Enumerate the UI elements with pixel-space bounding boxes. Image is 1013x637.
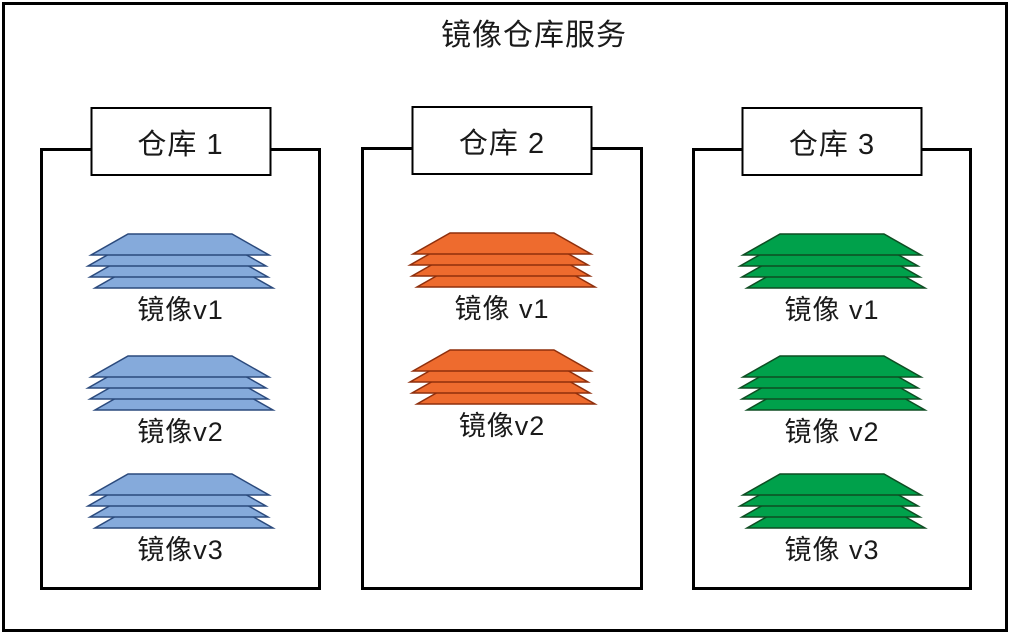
image-layers-icon: [738, 473, 926, 529]
image-stack-w1-v2: 镜像v2: [43, 355, 318, 448]
image-stack-w3-v2: 镜像 v2: [695, 355, 969, 448]
warehouse-box-3: 仓库 3 镜像 v1 镜像 v2 镜像 v3: [692, 107, 972, 590]
warehouse-2-label-box: 仓库 2: [411, 106, 593, 175]
image-stack-w2-v2: 镜像v2: [364, 349, 640, 442]
image-stack-w3-v1: 镜像 v1: [695, 233, 969, 326]
warehouse-1-title: 仓库 1: [137, 128, 224, 161]
image-version-label: 镜像v2: [137, 417, 224, 447]
image-stack-w2-v1: 镜像 v1: [364, 232, 640, 325]
image-stack-w1-v3: 镜像v3: [43, 473, 318, 566]
warehouse-1-label-box: 仓库 1: [90, 107, 271, 176]
image-version-label: 镜像 v3: [784, 535, 880, 565]
warehouse-box-2: 仓库 2 镜像 v1 镜像v2: [361, 106, 643, 590]
warehouse-3-title: 仓库 3: [788, 128, 876, 161]
image-stack-w3-v3: 镜像 v3: [695, 473, 969, 566]
image-version-label: 镜像v1: [137, 295, 224, 325]
image-layers-icon: [738, 233, 926, 289]
image-version-label: 镜像 v2: [784, 417, 880, 447]
image-version-label: 镜像 v1: [784, 295, 880, 325]
image-layers-icon: [87, 233, 274, 289]
image-stack-w1-v1: 镜像v1: [43, 233, 318, 326]
diagram-title: 镜像仓库服务: [441, 19, 627, 52]
image-layers-icon: [87, 473, 274, 529]
image-layers-icon: [738, 355, 926, 411]
warehouse-3-label-box: 仓库 3: [741, 107, 923, 176]
image-layers-icon: [408, 232, 596, 288]
image-layers-icon: [87, 355, 274, 411]
warehouse-box-1: 仓库 1 镜像v1 镜像v2 镜像v3: [40, 107, 321, 590]
image-version-label: 镜像v3: [137, 535, 224, 565]
warehouse-2-title: 仓库 2: [458, 127, 546, 160]
image-layers-icon: [408, 349, 596, 405]
image-version-label: 镜像 v1: [454, 294, 550, 324]
image-version-label: 镜像v2: [458, 411, 546, 441]
